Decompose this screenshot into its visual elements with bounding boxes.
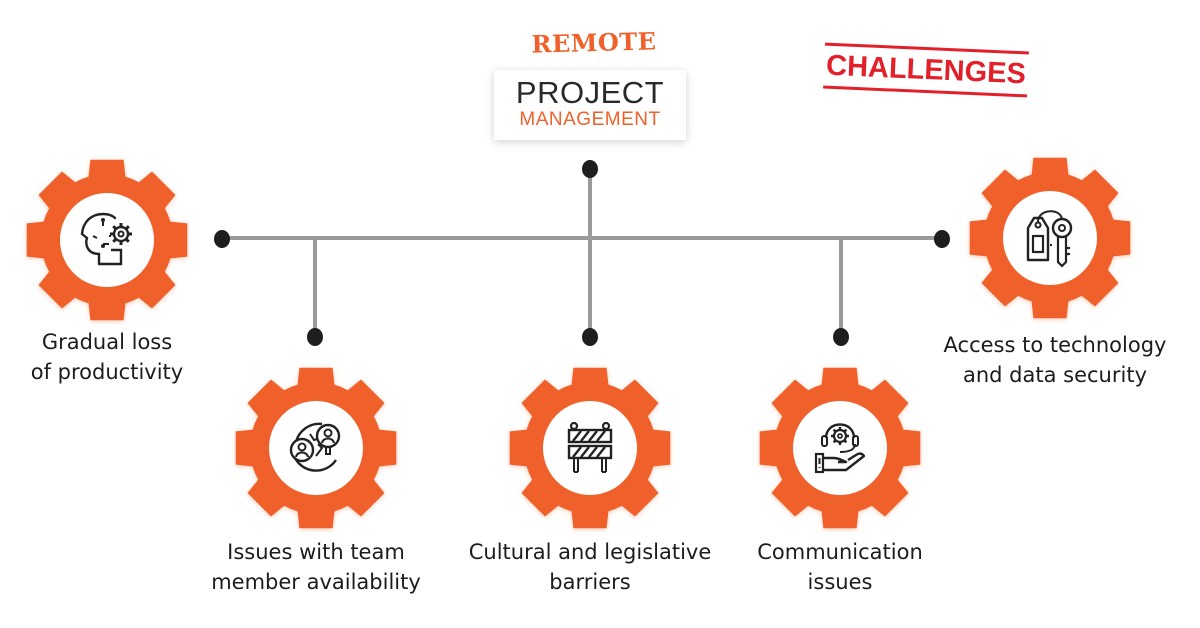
challenges-stamp: CHALLENGES [823, 42, 1029, 98]
gear-availability [235, 367, 397, 529]
label-line: and data security [962, 363, 1147, 387]
globe-people-icon [289, 422, 341, 472]
dot-bottom-center [582, 328, 598, 346]
gear-center [543, 401, 637, 495]
title-remote: REMOTE [531, 26, 657, 59]
tag-key-icon [1026, 210, 1073, 268]
gear-cultural [509, 367, 671, 529]
title-project: PROJECT [515, 75, 665, 110]
label-line: Cultural and legislative [468, 540, 712, 564]
label-line: barriers [549, 570, 631, 594]
head-gear-icon [80, 212, 132, 266]
title-management: MANAGEMENT [519, 109, 661, 130]
gear-center [793, 401, 887, 495]
gear-center [1003, 191, 1097, 285]
gear-center [60, 193, 154, 287]
label-line: Access to technology [943, 333, 1167, 357]
dot-bottom-left [307, 328, 323, 346]
label-line: member availability [211, 570, 421, 594]
label-line: issues [807, 570, 873, 594]
label-line: of productivity [30, 360, 184, 384]
dot-right-end [934, 230, 950, 248]
stamp-text: CHALLENGES [825, 49, 1027, 91]
dot-top-center [582, 160, 598, 178]
support-hand-icon [814, 423, 866, 474]
title-box: PROJECT MANAGEMENT [494, 70, 686, 140]
dot-left-end [214, 230, 230, 248]
dot-bottom-right [833, 328, 849, 346]
label-availability: Issues with team member availability [196, 537, 436, 597]
gear-center [269, 401, 363, 495]
label-line: Communication [757, 540, 923, 564]
gear-security [969, 157, 1131, 319]
label-line: Gradual loss [41, 330, 173, 354]
gear-productivity [26, 159, 188, 321]
label-cultural: Cultural and legislative barriers [450, 537, 730, 597]
label-line: Issues with team [227, 540, 405, 564]
label-security: Access to technology and data security [925, 330, 1185, 390]
barrier-icon [567, 421, 613, 473]
gear-communication [759, 367, 921, 529]
label-communication: Communication issues [730, 537, 950, 597]
label-productivity: Gradual loss of productivity [12, 327, 202, 387]
